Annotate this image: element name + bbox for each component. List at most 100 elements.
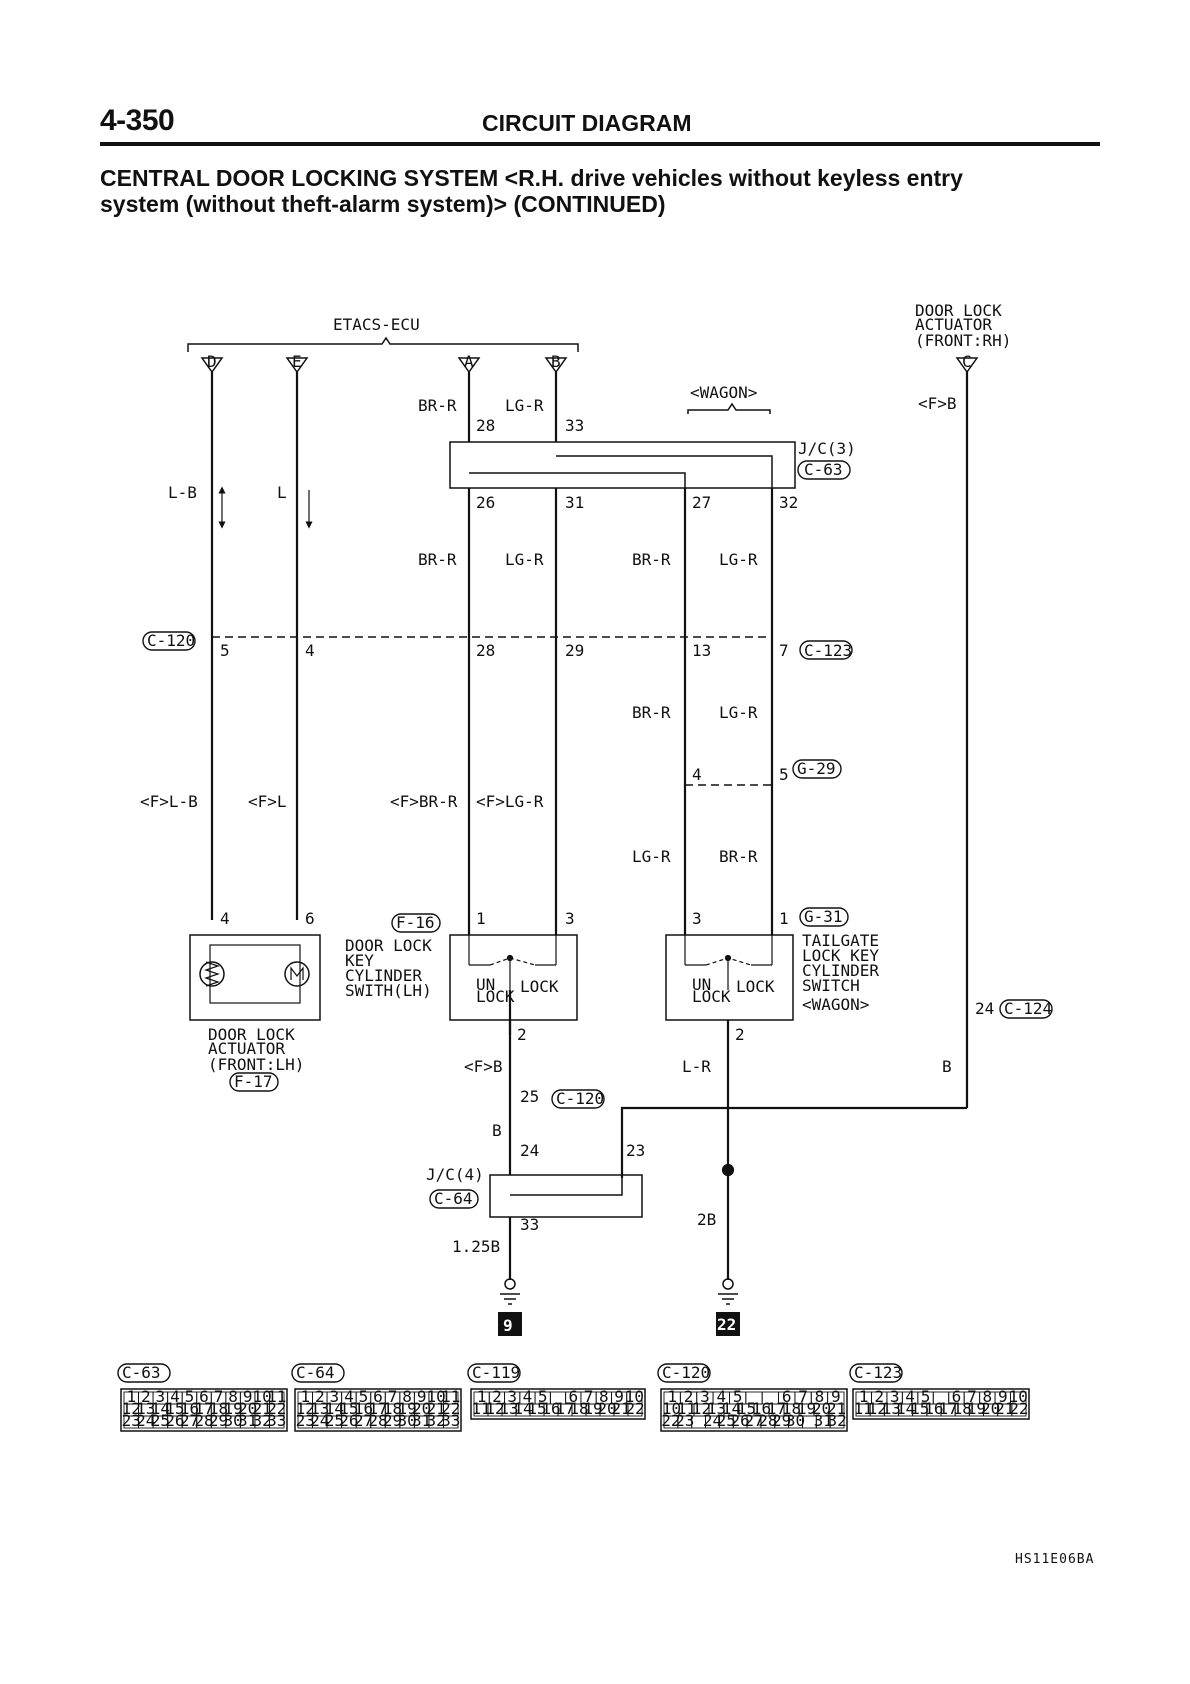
pin-3-tg: 3 bbox=[692, 909, 702, 928]
pinout-pin: 21 bbox=[253, 1399, 272, 1418]
etacs-terminal-b: B bbox=[551, 352, 561, 371]
pinout-pin: 7 bbox=[798, 1387, 808, 1406]
tailgate-label-4: SWITCH bbox=[802, 976, 860, 995]
pinout-pill bbox=[657, 1363, 711, 1383]
pinout-pin: 16 bbox=[752, 1399, 771, 1418]
pinout-pin: 12 bbox=[692, 1399, 711, 1418]
wire-lb: L-B bbox=[168, 483, 197, 502]
pinout-pin: 13 bbox=[310, 1399, 329, 1418]
pinout-pin: 11 bbox=[267, 1387, 286, 1406]
pin-2-lh: 2 bbox=[517, 1025, 527, 1044]
actuator-rh-label-3: (FRONT:RH) bbox=[915, 331, 1011, 350]
connector-c120-ref-2: C-120 bbox=[556, 1089, 604, 1108]
pin-5: 5 bbox=[220, 641, 230, 660]
connector-f16-ref: F-16 bbox=[396, 913, 435, 932]
pinout-pin: 8 bbox=[983, 1387, 993, 1406]
ground-22-badge: 22 bbox=[717, 1315, 736, 1334]
switch-lh-lock-right: LOCK bbox=[520, 977, 559, 996]
pinout-pin: 31 bbox=[238, 1411, 257, 1430]
pinout-pin: 13 bbox=[499, 1399, 518, 1418]
pinout-pin: 10 bbox=[662, 1399, 681, 1418]
wire-f-lgr: <F>LG-R bbox=[476, 792, 544, 811]
connector-c63-ref: C-63 bbox=[804, 460, 843, 479]
actuator-rh-terminal-c: C bbox=[962, 352, 972, 371]
pinout-pin: 22 bbox=[661, 1411, 680, 1430]
pinout-pin: 23 bbox=[675, 1411, 694, 1430]
pinout-pin: 4 bbox=[523, 1387, 533, 1406]
pinout-pin: 18 bbox=[209, 1399, 228, 1418]
pinout-pin: 4 bbox=[170, 1387, 180, 1406]
pin-4-actuator: 4 bbox=[220, 909, 230, 928]
pinout-pin: 18 bbox=[383, 1399, 402, 1418]
pinout-pin: 6 bbox=[199, 1387, 209, 1406]
wire-l: L bbox=[277, 483, 287, 502]
pinout-outline bbox=[120, 1388, 288, 1432]
pin-1-tg: 1 bbox=[779, 909, 789, 928]
pinout-pin: 30 bbox=[786, 1411, 805, 1430]
key-cyl-lh-label-2: KEY bbox=[345, 951, 374, 970]
pin-4-g29: 4 bbox=[692, 765, 702, 784]
wagon-label: <WAGON> bbox=[690, 383, 757, 402]
pinout-pin: 3 bbox=[890, 1387, 900, 1406]
pinout-pin: 9 bbox=[417, 1387, 427, 1406]
pinout-pin: 7 bbox=[967, 1387, 977, 1406]
pinout-pin: 12 bbox=[296, 1399, 315, 1418]
pinout-cell bbox=[1011, 1403, 1027, 1417]
etacs-terminal-a: A bbox=[464, 352, 474, 371]
connector-c123-ref: C-123 bbox=[804, 641, 852, 660]
switch-lh-lock-left: LOCK bbox=[476, 987, 515, 1006]
header-rule bbox=[100, 142, 1100, 146]
pin-27: 27 bbox=[692, 493, 711, 512]
etacs-ecu-label: ETACS-ECU bbox=[333, 315, 420, 334]
pinout-pin: 18 bbox=[782, 1399, 801, 1418]
pinout-label-c-119: C-119 bbox=[472, 1363, 520, 1382]
pinout-pin: 8 bbox=[599, 1387, 609, 1406]
pinout-pin: 11 bbox=[441, 1387, 460, 1406]
actuator-rh-label-1: DOOR LOCK bbox=[915, 301, 1002, 320]
pinout-pin: 27 bbox=[744, 1411, 763, 1430]
diagram-title: CENTRAL DOOR LOCKING SYSTEM <R.H. drive … bbox=[100, 165, 1100, 217]
connector-c64-ref: C-64 bbox=[434, 1189, 473, 1208]
pinout-pin: 8 bbox=[228, 1387, 238, 1406]
pinout-pin: 24 bbox=[136, 1411, 155, 1430]
actuator-lh-label-1: DOOR LOCK bbox=[208, 1025, 295, 1044]
pinout-pin: 5 bbox=[733, 1387, 743, 1406]
actuator-lh-label-3: (FRONT:LH) bbox=[208, 1055, 304, 1074]
pinout-outline bbox=[852, 1388, 1030, 1420]
pinout-pin: 20 bbox=[238, 1399, 257, 1418]
pinout-pin: 33 bbox=[267, 1411, 286, 1430]
switch-tg-lock-left: LOCK bbox=[692, 987, 731, 1006]
pinout-pin: 23 bbox=[122, 1411, 141, 1430]
wire-b: B bbox=[492, 1121, 502, 1140]
pinout-pin: 23 bbox=[296, 1411, 315, 1430]
wire-lgr-top: LG-R bbox=[505, 396, 544, 415]
pin-1-lh: 1 bbox=[476, 909, 486, 928]
pinout-pin: 5 bbox=[185, 1387, 195, 1406]
pinout-pin: 14 bbox=[896, 1399, 915, 1418]
wire-brr-4: BR-R bbox=[719, 847, 758, 866]
pinout-cell bbox=[269, 1415, 285, 1429]
pinout-pin: 1 bbox=[300, 1387, 310, 1406]
pinout-pill bbox=[467, 1363, 521, 1383]
pinout-pin: 16 bbox=[180, 1399, 199, 1418]
pinout-pin: 1 bbox=[477, 1387, 487, 1406]
connector-c124-ref: C-124 bbox=[1004, 999, 1052, 1018]
pinout-pin: 10 bbox=[625, 1387, 644, 1406]
wire-f-l: <F>L bbox=[248, 792, 287, 811]
pinout-pin: 1 bbox=[859, 1387, 869, 1406]
pinout-pin: 29 bbox=[772, 1411, 791, 1430]
pinout-pin: 9 bbox=[998, 1387, 1008, 1406]
pin-29: 29 bbox=[565, 641, 584, 660]
pinout-pin: 31 bbox=[412, 1411, 431, 1430]
pin-3-lh: 3 bbox=[565, 909, 575, 928]
key-cyl-lh-label-3: CYLINDER bbox=[345, 966, 422, 985]
pinout-pin: 7 bbox=[388, 1387, 398, 1406]
pinout-pin: 17 bbox=[938, 1399, 957, 1418]
pinout-pin: 4 bbox=[344, 1387, 354, 1406]
wire-fb: <F>B bbox=[464, 1057, 503, 1076]
tailgate-label-2: LOCK KEY bbox=[802, 946, 879, 965]
pinout-pin: 20 bbox=[597, 1399, 616, 1418]
pinout-pin: 3 bbox=[330, 1387, 340, 1406]
pinout-pin: 29 bbox=[383, 1411, 402, 1430]
pinout-pin: 27 bbox=[180, 1411, 199, 1430]
